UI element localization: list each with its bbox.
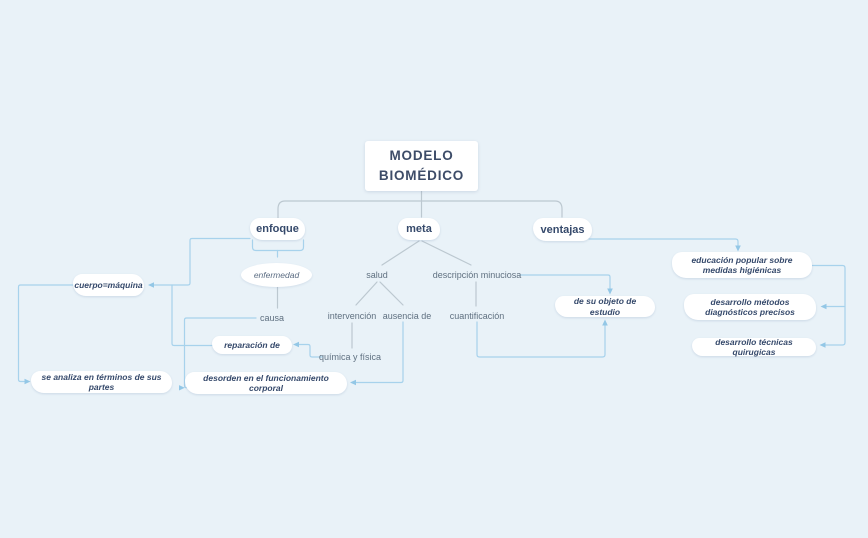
node-quimica-fisica[interactable]: química y física: [318, 352, 382, 362]
node-cuantificacion[interactable]: cuantificación: [449, 311, 505, 321]
node-objeto-de-estudio[interactable]: de su objeto de estudio: [555, 296, 655, 317]
node-enfermedad[interactable]: enfermedad: [241, 263, 312, 287]
node-descripcion-minuciosa[interactable]: descripción minuciosa: [432, 270, 522, 280]
node-modelo-biomedico[interactable]: MODELO BIOMÉDICO: [365, 141, 478, 191]
node-reparacion-de[interactable]: reparación de: [212, 336, 292, 354]
node-meta[interactable]: meta: [398, 218, 440, 240]
node-desarrollo-quirurgicas[interactable]: desarrollo técnicas quirugicas: [692, 337, 816, 357]
node-ventajas[interactable]: ventajas: [533, 218, 592, 241]
node-desarrollo-diagnosticos[interactable]: desarrollo métodos diagnósticos precisos: [684, 294, 816, 320]
node-enfoque[interactable]: enfoque: [250, 218, 305, 240]
node-salud[interactable]: salud: [366, 270, 388, 280]
node-causa[interactable]: causa: [259, 313, 285, 323]
node-educacion-popular[interactable]: educación popular sobre medidas higiénic…: [672, 252, 812, 278]
node-ausencia-de[interactable]: ausencia de: [382, 311, 432, 321]
node-se-analiza[interactable]: se analiza en términos de sus partes: [31, 371, 172, 393]
node-intervencion[interactable]: intervención: [327, 311, 377, 321]
node-cuerpo-maquina[interactable]: cuerpo=máquina: [73, 274, 144, 296]
node-desorden-funcionamiento[interactable]: desorden en el funcionamiento corporal: [185, 372, 347, 394]
